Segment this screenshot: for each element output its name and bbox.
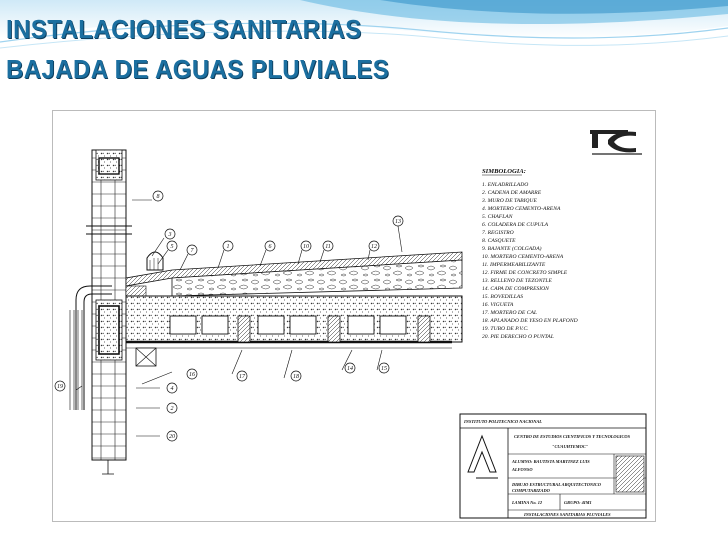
legend-item: 2. CADENA DE AMARRE xyxy=(482,190,542,196)
legend-item: 16. VIGUETA xyxy=(482,302,514,308)
title-block-row: "CUAUHTEMOC" xyxy=(552,444,589,449)
slide-header-background xyxy=(0,0,728,110)
callout-label: 6 xyxy=(269,244,272,250)
title-block: INSTITUTO POLITECNICO NACIONAL CENTRO DE… xyxy=(459,413,647,519)
callout-marker: 10 xyxy=(300,240,312,252)
callout-label: 4 xyxy=(171,385,174,392)
callout-marker: 6 xyxy=(264,240,276,252)
title-block-row: INSTITUTO POLITECNICO NACIONAL xyxy=(463,419,542,424)
legend-item: 9. BAJANTE (COLGADA) xyxy=(482,245,542,252)
cad-drawing: 8 3 5 7 1 6 10 11 xyxy=(52,110,656,522)
callout-marker: 2 xyxy=(166,402,178,414)
callout-label: 10 xyxy=(303,244,309,250)
title-block-row: CENTRO DE ESTUDIOS CIENTIFICOS Y TECNOLO… xyxy=(514,434,631,439)
title-block-row: DIBUJO ESTRUCTURAL ARQUITECTONICO xyxy=(511,482,602,487)
legend-item: 13. RELLENO DE TEZONTLE xyxy=(482,278,553,284)
logo-icon xyxy=(590,130,642,155)
drawing-canvas: 8 3 5 7 1 6 10 11 xyxy=(52,110,656,522)
masonry-wall xyxy=(86,149,132,475)
callout-label: 12 xyxy=(371,244,377,250)
callout-marker: 17 xyxy=(236,370,248,382)
downpipe xyxy=(69,285,112,410)
seal-icon xyxy=(615,455,645,493)
column-block xyxy=(135,347,157,367)
legend-item: 5. CHAFLAN xyxy=(482,214,513,220)
callout-marker: 7 xyxy=(186,244,198,256)
callout-marker: 20 xyxy=(166,430,178,442)
callout-label: 3 xyxy=(168,232,172,238)
legend-item: 20. PIE DERECHO O PUNTAL xyxy=(482,334,554,340)
legend-item: 6. COLADERA DE CUPULA xyxy=(482,222,549,228)
legend-item: 19. TUBO DE P.V.C. xyxy=(482,326,529,332)
roof-drain xyxy=(125,251,164,297)
legend-item: 14. CAPA DE COMPRESION xyxy=(482,286,549,292)
title-block-row: INSTALACIONES SANITARIAS PLUVIALES xyxy=(523,512,611,517)
legend-item: 8. CASQUETE xyxy=(482,238,516,244)
callout-marker: 13 xyxy=(392,215,404,227)
callout-label: 18 xyxy=(293,374,299,380)
title-block-row: COMPUTARIZADO xyxy=(512,488,551,493)
title-block-row: LAMINA No. 12 xyxy=(511,500,543,505)
legend-item: 17. MORTERO DE CAL xyxy=(482,310,537,316)
legend-heading: SIMBOLOGIA: xyxy=(482,168,526,175)
callout-marker: 18 xyxy=(290,370,302,382)
legend-item: 3. MURO DE TABIQUE xyxy=(481,198,537,204)
title-block-row: ALFONSO xyxy=(511,467,533,472)
title-block-row: ALUMNO: BAUTISTA MARTINEZ LUIS xyxy=(511,459,590,464)
callout-marker: 11 xyxy=(322,240,334,252)
callout-label: 2 xyxy=(171,406,174,412)
callout-label: 17 xyxy=(239,374,246,380)
legend-item: 7. REGISTRO xyxy=(482,230,514,236)
callout-label: 16 xyxy=(189,372,195,378)
callout-label: 11 xyxy=(325,244,331,250)
leader-lines xyxy=(75,199,403,437)
wave-decoration xyxy=(0,0,728,110)
callout-marker: 19 xyxy=(54,380,66,392)
callout-marker: 15 xyxy=(378,362,390,374)
callout-label: 15 xyxy=(381,366,387,372)
callout-label: 13 xyxy=(395,219,401,225)
legend-item: 12. FIRME DE CONCRETO SIMPLE xyxy=(482,270,568,276)
slide-subtitle: BAJADA DE AGUAS PLUVIALES xyxy=(6,54,390,84)
callout-marker: 1 xyxy=(222,240,234,252)
legend-item: 18. APLANADO DE YESO EN PLAFOND xyxy=(482,318,578,324)
title-block-row: GRUPO: 4IM1 xyxy=(564,500,592,505)
bovedilla-blocks xyxy=(169,315,431,343)
callout-label: 19 xyxy=(57,384,63,390)
callout-marker: 4 xyxy=(166,382,178,394)
callout-marker: 14 xyxy=(344,362,356,374)
callout-label: 5 xyxy=(171,244,174,250)
legend-item: 4. MORTERO CEMENTO-ARENA xyxy=(482,206,561,212)
legend-item: 11. IMPERMEABILIZANTE xyxy=(482,262,546,268)
callout-label: 8 xyxy=(157,194,160,200)
callout-marker: 8 xyxy=(152,190,164,202)
callout-marker: 12 xyxy=(368,240,380,252)
callout-label: 1 xyxy=(227,244,230,250)
legend-item: 10. MORTERO CEMENTO-ARENA xyxy=(482,254,564,260)
symbology-legend: SIMBOLOGIA: 1. ENLADRILLADO 2. CADENA DE… xyxy=(481,168,578,340)
slide-title: INSTALACIONES SANITARIAS xyxy=(6,14,362,44)
callout-label: 7 xyxy=(191,248,195,254)
callout-marker: 16 xyxy=(186,368,198,380)
legend-item: 15. BOVEDILLAS xyxy=(482,294,523,300)
callout-marker: 3 xyxy=(164,228,176,240)
callout-label: 14 xyxy=(347,365,353,372)
callout-marker: 5 xyxy=(166,240,178,252)
callout-label: 20 xyxy=(169,434,175,440)
legend-item: 1. ENLADRILLADO xyxy=(482,182,528,188)
